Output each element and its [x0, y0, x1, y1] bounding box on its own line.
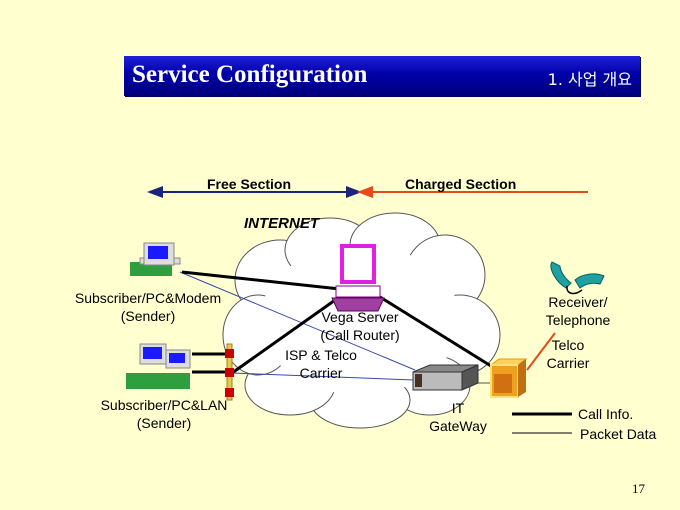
internet-label: INTERNET	[244, 215, 319, 232]
title-banner: Service Configuration 1. 사업 개요	[124, 56, 640, 96]
telco-switch-icon	[489, 358, 528, 398]
vega-server-role: (Call Router)	[320, 327, 400, 343]
gateway-name: IT	[451, 400, 465, 416]
legend-packet-data-label: Packet Data	[580, 426, 657, 442]
pc-lan-icon	[126, 343, 228, 389]
telephone-name: Receiver/	[548, 294, 608, 310]
gateway-role: GateWay	[429, 418, 487, 434]
telco-carrier-line	[526, 332, 556, 371]
gateway-icon	[412, 364, 479, 391]
pc-modem-label: Subscriber/PC&Modem (Sender)	[68, 289, 228, 325]
section-label: 1. 사업 개요	[547, 70, 632, 89]
free-section-label: Free Section	[207, 176, 292, 192]
gateway-label: IT GateWay	[418, 399, 498, 435]
telephone-role: Telephone	[545, 312, 611, 328]
pc-modem-role: (Sender)	[120, 308, 176, 324]
telco-role: Carrier	[546, 355, 590, 371]
vega-server-name: Vega Server	[321, 309, 399, 325]
pc-lan-name: Subscriber/PC&LAN	[100, 397, 228, 413]
pc-lan-role: (Sender)	[136, 415, 192, 431]
telephone-label: Receiver/ Telephone	[536, 293, 620, 329]
isp-name: ISP & Telco	[285, 347, 357, 363]
isp-role: Carrier	[299, 365, 343, 381]
charged-section-label: Charged Section	[405, 176, 517, 192]
telco-name: Telco	[551, 337, 585, 353]
call-line-lan-server	[231, 296, 339, 375]
internet-cloud	[222, 212, 501, 429]
vega-server-icon	[331, 244, 385, 312]
call-line-server-pbx	[379, 295, 492, 368]
telephone-icon	[550, 261, 605, 295]
vega-server-label: Vega Server (Call Router)	[308, 308, 412, 344]
slide-title: Service Configuration	[132, 61, 368, 88]
packet-line-lan-gateway	[231, 372, 414, 381]
pc-modem-icon	[130, 242, 181, 276]
call-line-modem-server	[181, 270, 341, 291]
pc-lan-label: Subscriber/PC&LAN (Sender)	[94, 396, 234, 432]
pc-modem-name: Subscriber/PC&Modem	[74, 290, 222, 306]
telco-carrier-label: Telco Carrier	[540, 336, 596, 372]
legend-call-info-label: Call Info.	[578, 406, 634, 422]
packet-line-modem-gateway	[179, 271, 416, 371]
isp-label: ISP & Telco Carrier	[276, 346, 366, 382]
lan-hub-icon	[225, 343, 234, 401]
page-number: 17	[632, 481, 645, 496]
